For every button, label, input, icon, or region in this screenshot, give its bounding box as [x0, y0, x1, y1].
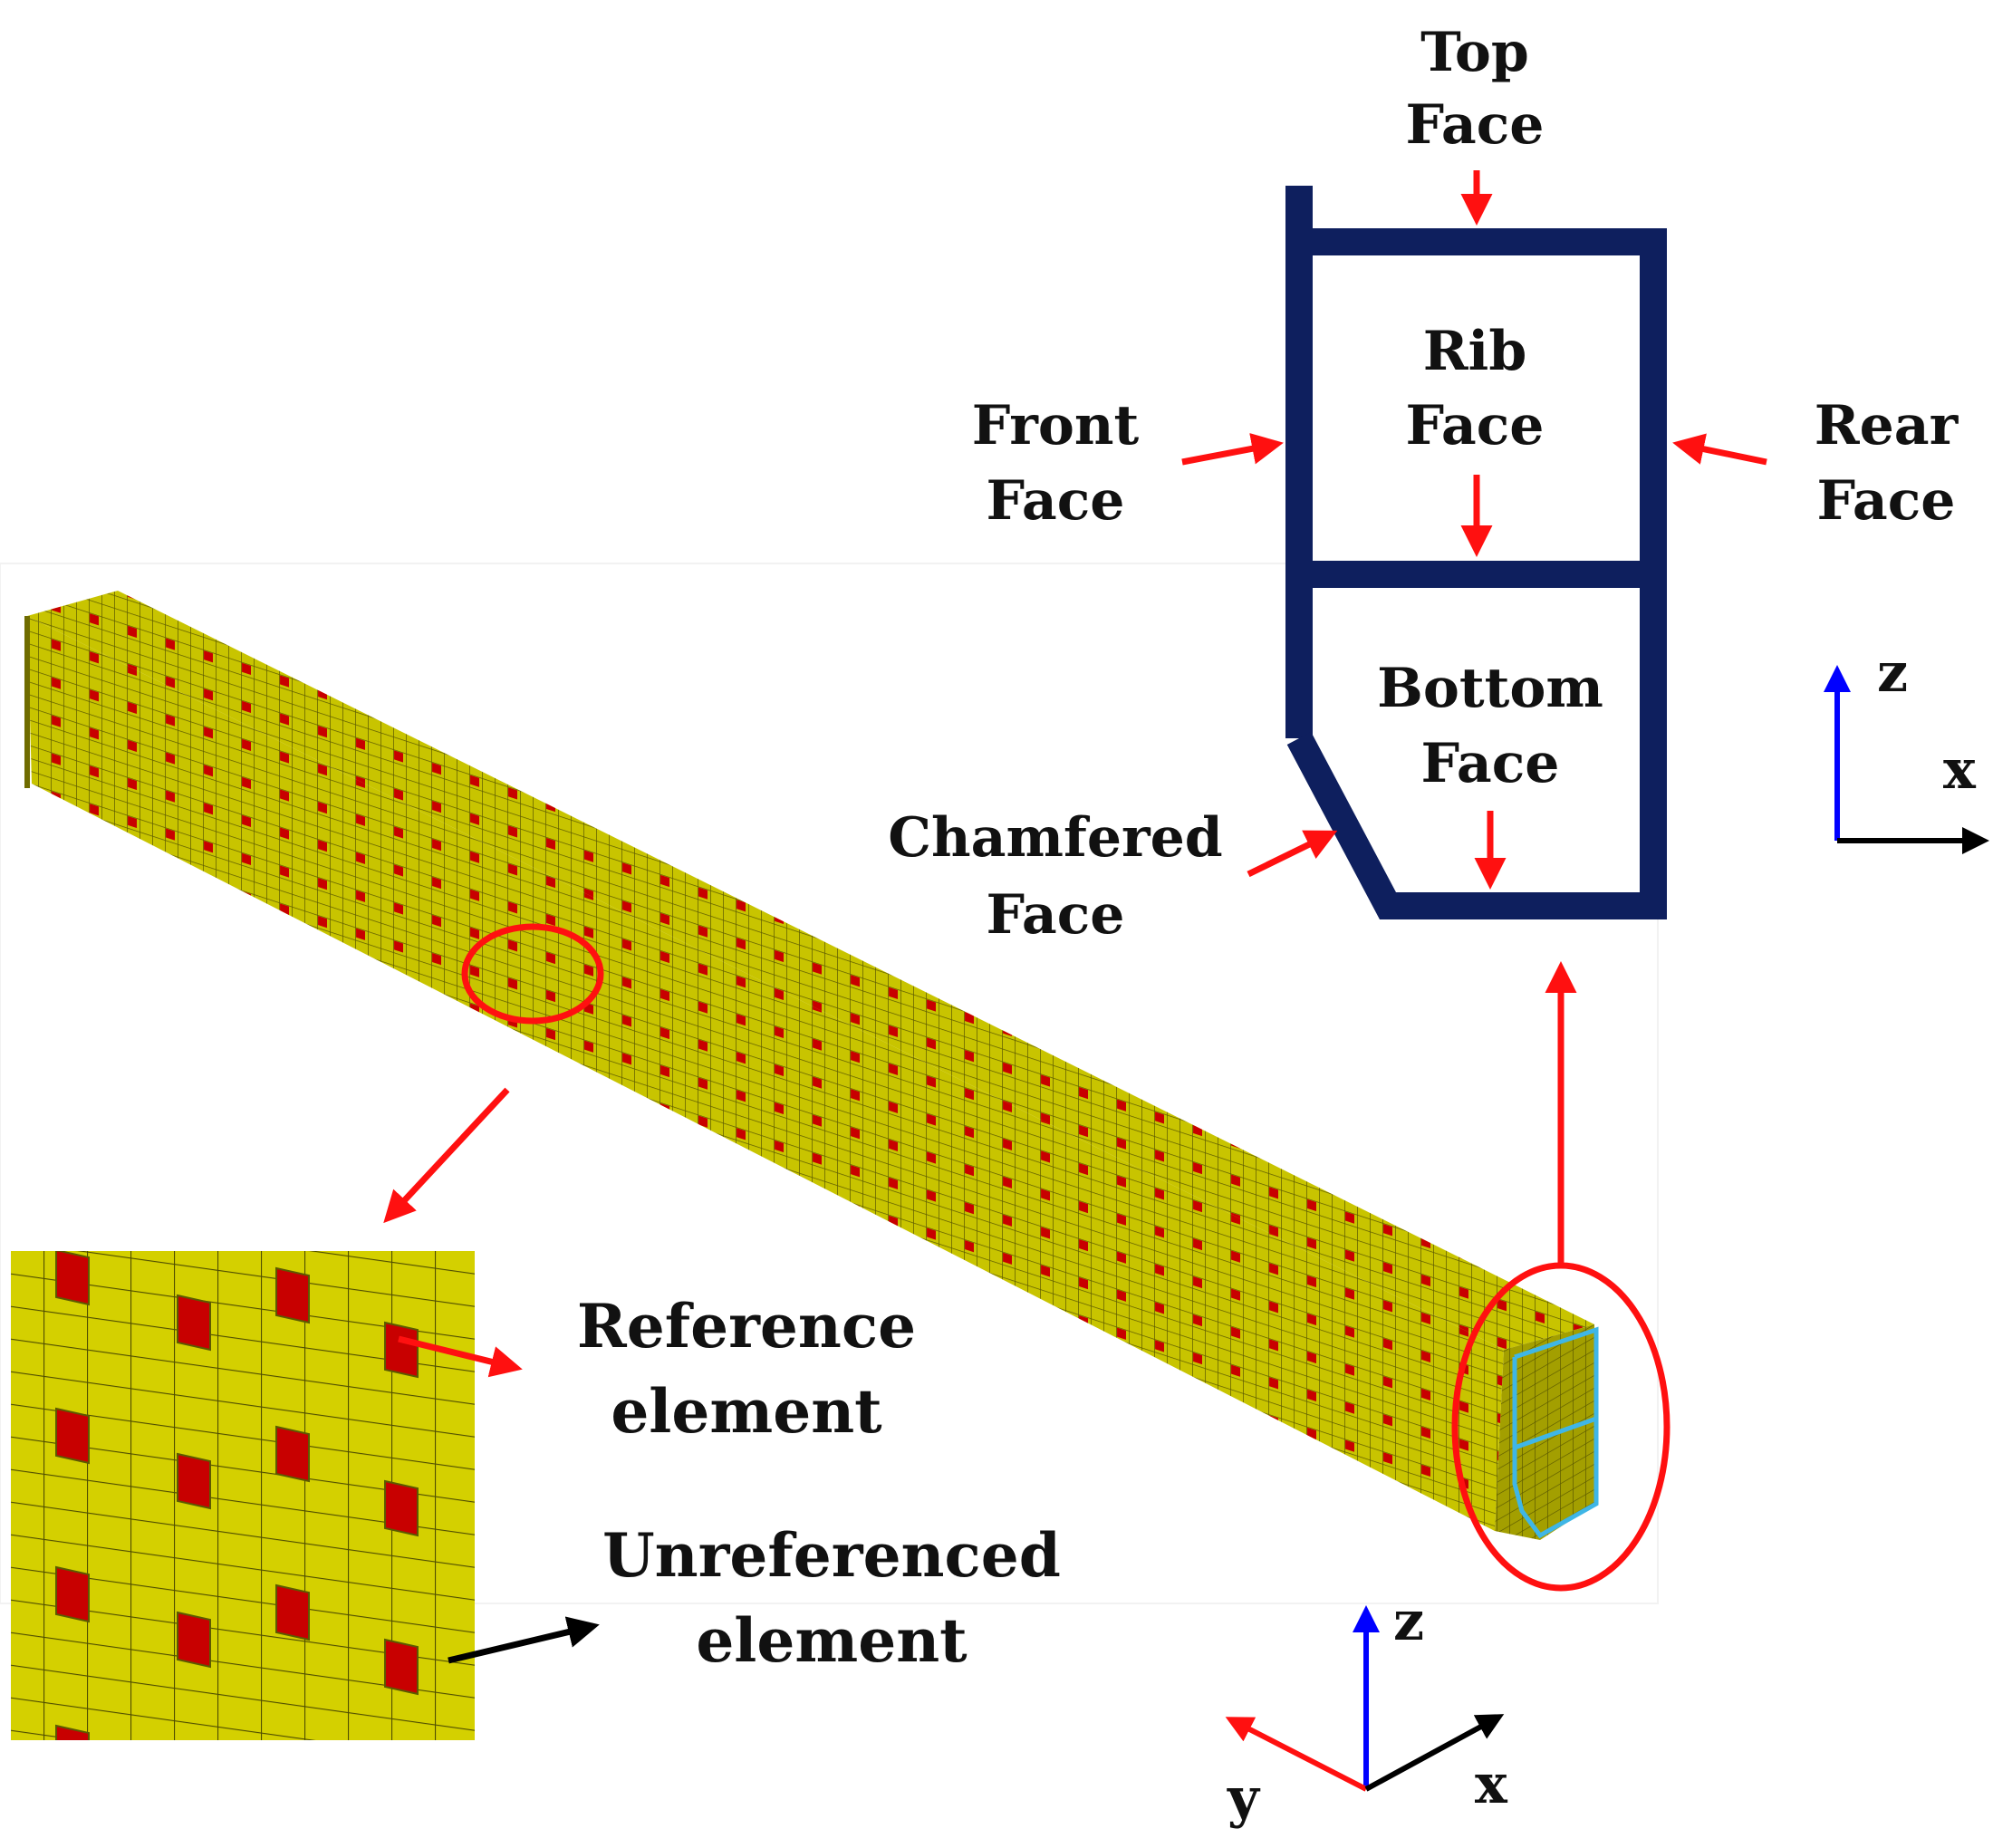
top-face-label-line1: Top	[1420, 21, 1529, 84]
beam-top-reference-dots	[27, 591, 1594, 1350]
inset-reference-element	[177, 1611, 211, 1669]
front-face-label-line2: Face	[987, 469, 1125, 533]
inset-reference-element	[177, 1294, 211, 1352]
inset-reference-element	[384, 1638, 419, 1696]
zoom-highlight-circle	[461, 923, 604, 1025]
rear-face-label-line1: Rear	[1815, 394, 1959, 457]
arrow-to-inset	[383, 1087, 510, 1224]
reference-element-label-line1: Reference	[577, 1291, 916, 1362]
rear-face-arrow	[1672, 433, 1767, 466]
beam-end-face	[1495, 1324, 1596, 1540]
section-highlight-circle	[1451, 1262, 1670, 1592]
inset-reference-element	[178, 1771, 210, 1825]
inset-reference-element	[276, 1744, 309, 1798]
inset-reference-element	[384, 1321, 419, 1379]
inset-reference-element	[275, 1425, 310, 1483]
global-axes: z y x	[1225, 1590, 1508, 1830]
unreferenced-element-label-line1: Unreferenced	[602, 1520, 1061, 1591]
global-axis-y-arrow	[1225, 1717, 1368, 1792]
unreferenced-element-label-line2: element	[696, 1605, 968, 1676]
inset-reference-element	[55, 1407, 90, 1465]
beam-mesh	[24, 591, 1599, 1540]
rib-face-label-line1: Rib	[1423, 320, 1527, 383]
inset-reference-element	[55, 1251, 90, 1306]
inset-reference-elements	[55, 1251, 419, 1848]
bottom-face-label-line2: Face	[1421, 732, 1560, 795]
inset-reference-element	[275, 1266, 310, 1324]
inset-reference-element	[55, 1724, 90, 1740]
section-axes: z x	[1824, 641, 1989, 854]
global-axis-x-arrow	[1364, 1714, 1505, 1792]
front-face-label-line1: Front	[972, 394, 1140, 457]
front-face-arrow	[1181, 433, 1284, 466]
rib-face-label-line2: Face	[1406, 394, 1545, 457]
beam-end-rib-line	[1514, 1416, 1597, 1450]
inset-reference-element	[384, 1479, 419, 1537]
cross-section	[1285, 186, 1667, 919]
reference-pointer-arrow	[398, 1335, 523, 1378]
chamfered-face-arrow	[1247, 830, 1338, 878]
global-axis-x-label: x	[1475, 1753, 1508, 1816]
inset-reference-element	[275, 1583, 310, 1641]
beam-end-section	[1512, 1326, 1599, 1539]
rear-face-label-line2: Face	[1817, 469, 1956, 533]
section-outer-wall	[1286, 228, 1667, 919]
beam-image-frame	[0, 563, 1659, 1604]
inset-reference-element	[177, 1452, 211, 1510]
unreferenced-pointer-arrow	[448, 1616, 600, 1664]
beam-reference-dots	[27, 616, 1504, 1531]
bottom-face-label-line1: Bottom	[1377, 657, 1603, 720]
global-axis-y-label: y	[1227, 1766, 1261, 1830]
top-face-label-line2: Face	[1406, 93, 1545, 157]
section-axis-z-label: z	[1877, 641, 1908, 705]
chamfered-face-label-line2: Face	[987, 883, 1125, 947]
inset-reference-element	[385, 1798, 418, 1848]
global-axis-z-label: z	[1393, 1590, 1424, 1653]
chamfered-face-label-line1: Chamfered	[888, 806, 1222, 870]
reference-element-label-line2: element	[611, 1376, 882, 1447]
inset-reference-element	[55, 1565, 90, 1623]
section-axis-x-label: x	[1943, 738, 1977, 802]
